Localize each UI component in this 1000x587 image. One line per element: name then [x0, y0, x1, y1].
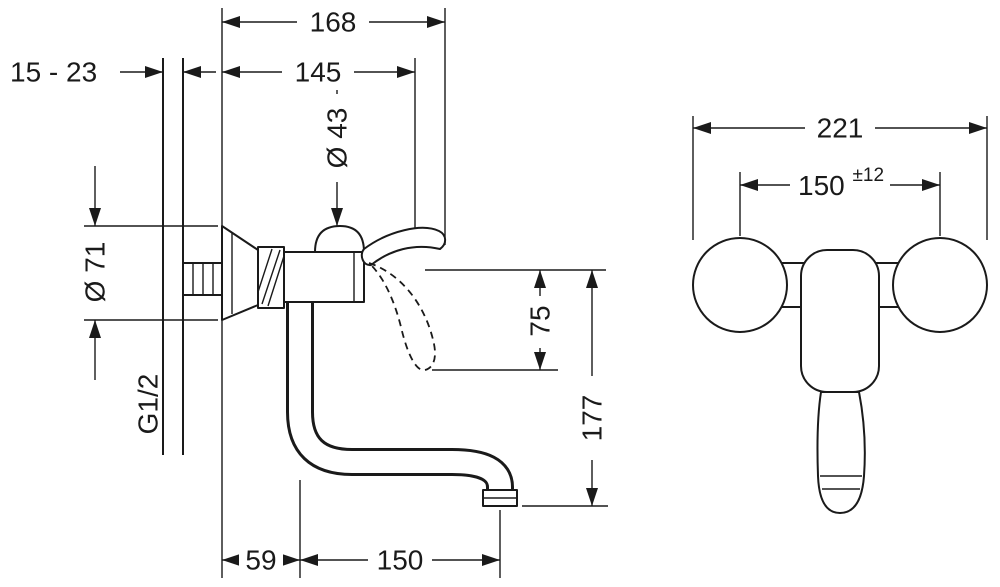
dimension-drop-to-outlet: 177 [577, 270, 608, 506]
dimension-overall-width: 221 [693, 112, 987, 144]
right-escutcheon [892, 237, 988, 333]
dimension-projection-total-label: 168 [310, 7, 357, 38]
dimension-drop-to-handle: 75 [525, 270, 556, 370]
cartridge-dome [314, 225, 365, 253]
dimension-wall-thickness-label: 15 - 23 [10, 57, 97, 88]
spout-tube [286, 296, 514, 493]
center-body [800, 249, 880, 393]
dimension-wall-to-riser-label: 59 [245, 545, 276, 576]
dimension-connection-centers-tolerance: ±12 [853, 165, 885, 186]
dimension-drop-to-outlet-label: 177 [577, 395, 608, 442]
dimension-overall-width-label: 221 [817, 113, 864, 144]
connection-thread-label: G1/2 [133, 374, 164, 435]
dimension-projection-body-label: 145 [295, 57, 342, 88]
aerator [482, 489, 518, 507]
front-view: 221 150 ±12 [692, 112, 988, 514]
dimension-spout-reach-label: 150 [377, 545, 424, 576]
left-escutcheon [692, 237, 788, 333]
dimension-escutcheon-diameter-label: Ø 71 [80, 242, 111, 303]
dimension-dome-diameter-label: Ø 43 [322, 108, 353, 169]
dimension-spout-reach: 150 [300, 545, 500, 576]
faucet-front-profile [692, 237, 988, 514]
union-nut [257, 246, 285, 309]
front-extension-lines [692, 116, 988, 240]
faucet-body [283, 251, 365, 303]
side-view: 15 - 23 168 145 Ø 43 [10, 6, 608, 578]
threaded-nipple [182, 262, 223, 296]
front-handle [816, 391, 866, 514]
dimension-drop-to-handle-label: 75 [525, 305, 556, 336]
dimension-wall-thickness: 15 - 23 [10, 57, 216, 88]
dimension-dome-diameter: Ø 43 [321, 90, 353, 226]
dimension-projection-body: 145 [222, 56, 415, 88]
dimension-projection-total: 168 [222, 6, 445, 38]
dimension-wall-to-riser: 59 [222, 545, 500, 576]
faucet-side-profile [162, 58, 518, 507]
dimension-connection-centers: 150 ±12 [740, 165, 940, 201]
dimension-connection-centers-value: 150 [798, 170, 845, 201]
dimension-connection-centers-label: 150 ±12 [798, 165, 884, 201]
dimension-escutcheon-diameter: Ø 71 [80, 166, 111, 380]
lever-handle [360, 226, 447, 267]
escutcheon [221, 225, 259, 321]
lever-handle-swivel-dashed [368, 262, 436, 371]
